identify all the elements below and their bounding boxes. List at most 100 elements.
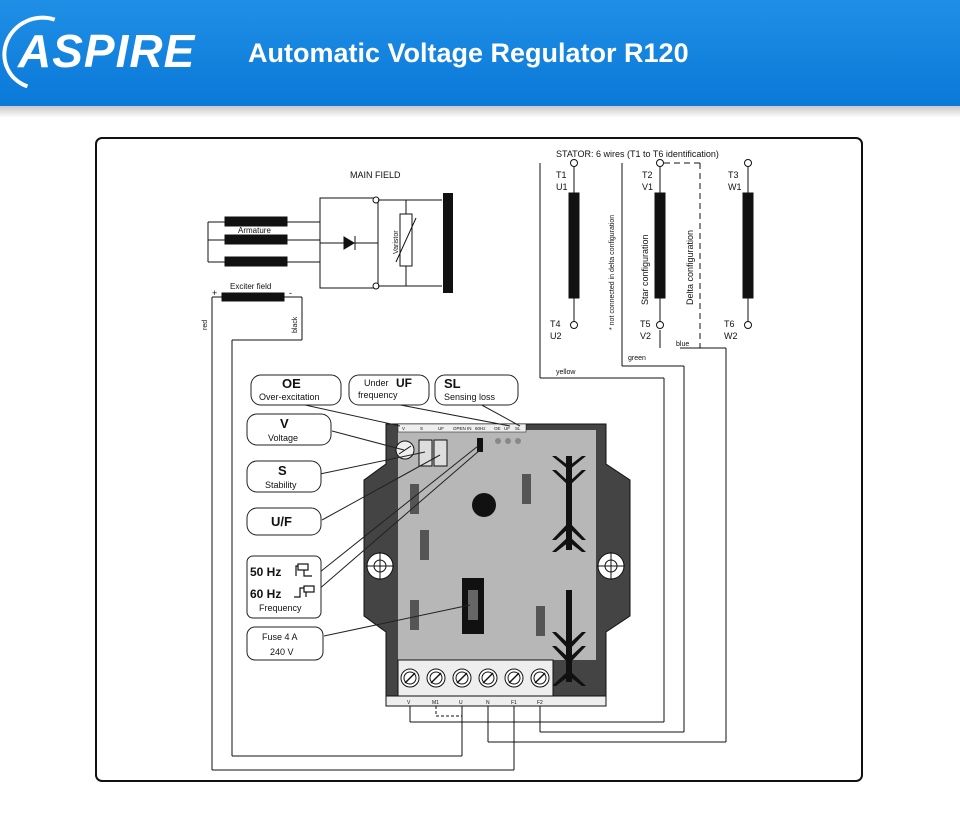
terminal-t3: T3 [728, 170, 739, 180]
board-wiring [212, 706, 726, 771]
board-label-uf: UF [438, 426, 444, 431]
wire-yellow-label: yellow [556, 369, 576, 376]
board-terminal-v: V [407, 700, 411, 706]
exciter-field-label: Exciter field [230, 282, 271, 291]
terminal-t6: T6 [724, 319, 735, 329]
callout-uf-pot-title: U/F [271, 514, 292, 529]
terminal-w2: W2 [724, 331, 738, 341]
terminal-u1: U1 [556, 182, 568, 192]
terminal-screw-slot [482, 672, 494, 684]
led-oe [495, 438, 501, 444]
frequency-jumper [477, 438, 483, 452]
uf-pot-icon [433, 439, 448, 467]
terminal-u2: U2 [550, 331, 562, 341]
board-terminal-u: U [459, 700, 463, 706]
terminal-screw-ring [455, 671, 469, 685]
terminal-screw-slot [430, 672, 442, 684]
terminal-t4: T4 [550, 319, 561, 329]
wire-green-label: green [628, 355, 646, 362]
callout-fuse [246, 626, 324, 661]
board-terminal-f1: F1 [511, 700, 517, 706]
wire-blue-label: blue [676, 341, 689, 348]
callout-voltage [246, 413, 332, 446]
board-label-sl: SL [515, 426, 521, 431]
board-label-v: V [402, 426, 405, 431]
armature-winding-2 [224, 234, 288, 245]
board-label-uf2: UF [504, 426, 510, 431]
board-top-labels: V S UF OPEN IN 60Hz OE UF SL [402, 426, 521, 431]
armature-winding-3 [224, 256, 288, 267]
callout-stability-title: S [278, 463, 287, 478]
terminal-screw-slot [456, 672, 468, 684]
wire-red-label: red [202, 320, 209, 330]
board-label-60hz: 60Hz [475, 426, 486, 431]
main-field-label: MAIN FIELD [350, 170, 401, 180]
callout-oe-sub: Over-excitation [259, 392, 320, 402]
jumper-60hz-icon [294, 585, 315, 598]
callout-stability-sub: Stability [265, 480, 297, 490]
terminal-screw-slot [534, 672, 546, 684]
board-bottom-labels: V M1 U N F1 F2 [407, 700, 543, 706]
callout-uf [348, 374, 430, 406]
callout-fuse-sub: 240 V [270, 647, 294, 657]
star-configuration-label: Star configuration [640, 234, 650, 305]
callout-sl-sub: Sensing loss [444, 392, 496, 402]
jumper-50hz-icon [295, 563, 312, 577]
callout-oe-title: OE [282, 376, 301, 391]
terminal-v2: V2 [640, 331, 651, 341]
main-field-winding [443, 193, 453, 293]
regulator-board [363, 423, 631, 707]
callout-frequency [246, 555, 322, 619]
exciter-plus: + [212, 288, 217, 298]
delta-note: * not connected in delta configuration [609, 215, 616, 330]
page-title: Automatic Voltage Regulator R120 [248, 38, 689, 68]
board-label-oe: OE [494, 426, 501, 431]
armature-label: Armature [238, 226, 271, 235]
exciter-field [211, 292, 303, 770]
callout-uf-pot [246, 507, 322, 536]
header-banner: ASPIRE Automatic Voltage Regulator R120 [0, 0, 960, 106]
heat-sink-bottom [552, 590, 586, 686]
wire-black-label: black [292, 316, 299, 333]
exciter-minus: - [289, 288, 292, 298]
armature-winding-1 [224, 216, 288, 227]
stator-windings [539, 159, 754, 742]
callout-fuse-title: Fuse 4 A [262, 632, 298, 642]
terminal-screw-slot [404, 672, 416, 684]
terminal-screw-ring [403, 671, 417, 685]
callout-stability [246, 460, 322, 493]
stator-label: STATOR: 6 wires (T1 to T6 identification… [556, 149, 719, 159]
led-sl [515, 438, 521, 444]
callout-voltage-title: V [280, 416, 289, 431]
callout-uf-sub: frequency [358, 390, 398, 400]
terminal-screw-slot [508, 672, 520, 684]
rectifier-bridge [319, 196, 442, 290]
heat-sink-top [552, 456, 586, 552]
board-label-s: S [420, 426, 423, 431]
callout-uf-prefix: Under [364, 378, 389, 388]
terminal-screw-ring [481, 671, 495, 685]
brand-logo: ASPIRE [18, 25, 196, 77]
terminal-t1: T1 [556, 170, 567, 180]
terminal-screw-ring [533, 671, 547, 685]
terminal-screw-ring [507, 671, 521, 685]
board-component-round [472, 493, 496, 517]
board-terminal-f2: F2 [537, 700, 543, 706]
callout-oe [250, 374, 342, 406]
callout-sl-title: SL [444, 376, 461, 391]
board-label-open-in: OPEN IN [453, 426, 472, 431]
callout-frequency-sub: Frequency [259, 603, 302, 613]
callout-uf-title: UF [396, 376, 412, 390]
terminal-t5: T5 [640, 319, 651, 329]
board-terminal-m1: M1 [432, 700, 439, 706]
terminal-v1: V1 [642, 182, 653, 192]
delta-configuration-label: Delta configuration [685, 230, 695, 305]
header-shadow [0, 106, 960, 118]
callout-sl [434, 374, 519, 406]
callout-leaders [295, 402, 521, 637]
terminal-t2: T2 [642, 170, 653, 180]
callout-50hz: 50 Hz [250, 565, 281, 579]
terminal-screws [400, 668, 550, 688]
callout-voltage-sub: Voltage [268, 433, 298, 443]
